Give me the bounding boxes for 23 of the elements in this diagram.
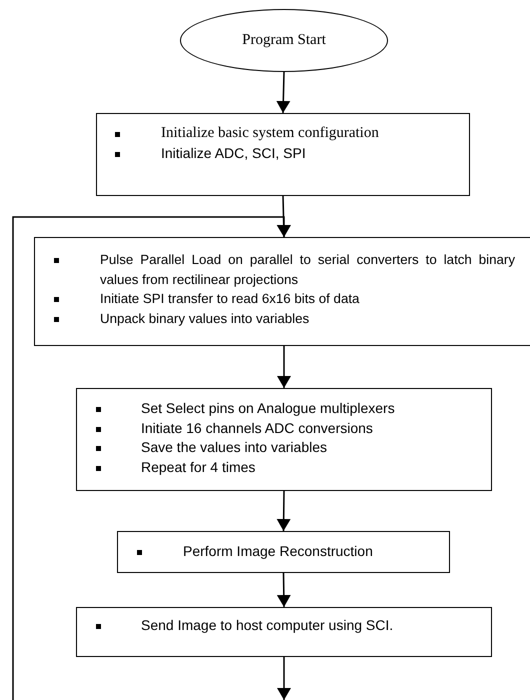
terminal-text: Program Start bbox=[242, 32, 326, 49]
arrow bbox=[277, 657, 291, 700]
step-text: Save the values into variables bbox=[141, 438, 328, 457]
step-text: Initialize basic system configuration bbox=[161, 124, 380, 143]
arrow bbox=[12, 216, 291, 700]
step-text: Initialize ADC, SCI, SPI bbox=[161, 144, 307, 162]
process-box bbox=[117, 531, 450, 573]
step-text: Send Image to host computer using SCI. bbox=[141, 616, 394, 635]
process-box bbox=[96, 113, 470, 196]
process-box bbox=[76, 607, 492, 657]
arrow bbox=[276, 72, 290, 114]
arrow bbox=[277, 346, 291, 388]
process-box bbox=[34, 237, 530, 346]
step-text: Unpack binary values into variables bbox=[100, 310, 310, 328]
step-text: Repeat for 4 times bbox=[141, 458, 256, 477]
step-text: Set Select pins on Analogue multiplexers bbox=[141, 399, 396, 418]
step-text: Initiate SPI transfer to read 6x16 bits of data bbox=[100, 290, 360, 308]
process-box bbox=[76, 388, 492, 491]
arrow bbox=[276, 572, 291, 608]
arrow bbox=[276, 490, 291, 532]
step-text: Perform Image Reconstruction bbox=[183, 542, 374, 561]
step-text: Pulse Parallel Load on parallel to serial converters to latch binary values from rectilinear projections bbox=[100, 251, 515, 289]
step-text: Initiate 16 channels ADC conversions bbox=[141, 418, 374, 438]
